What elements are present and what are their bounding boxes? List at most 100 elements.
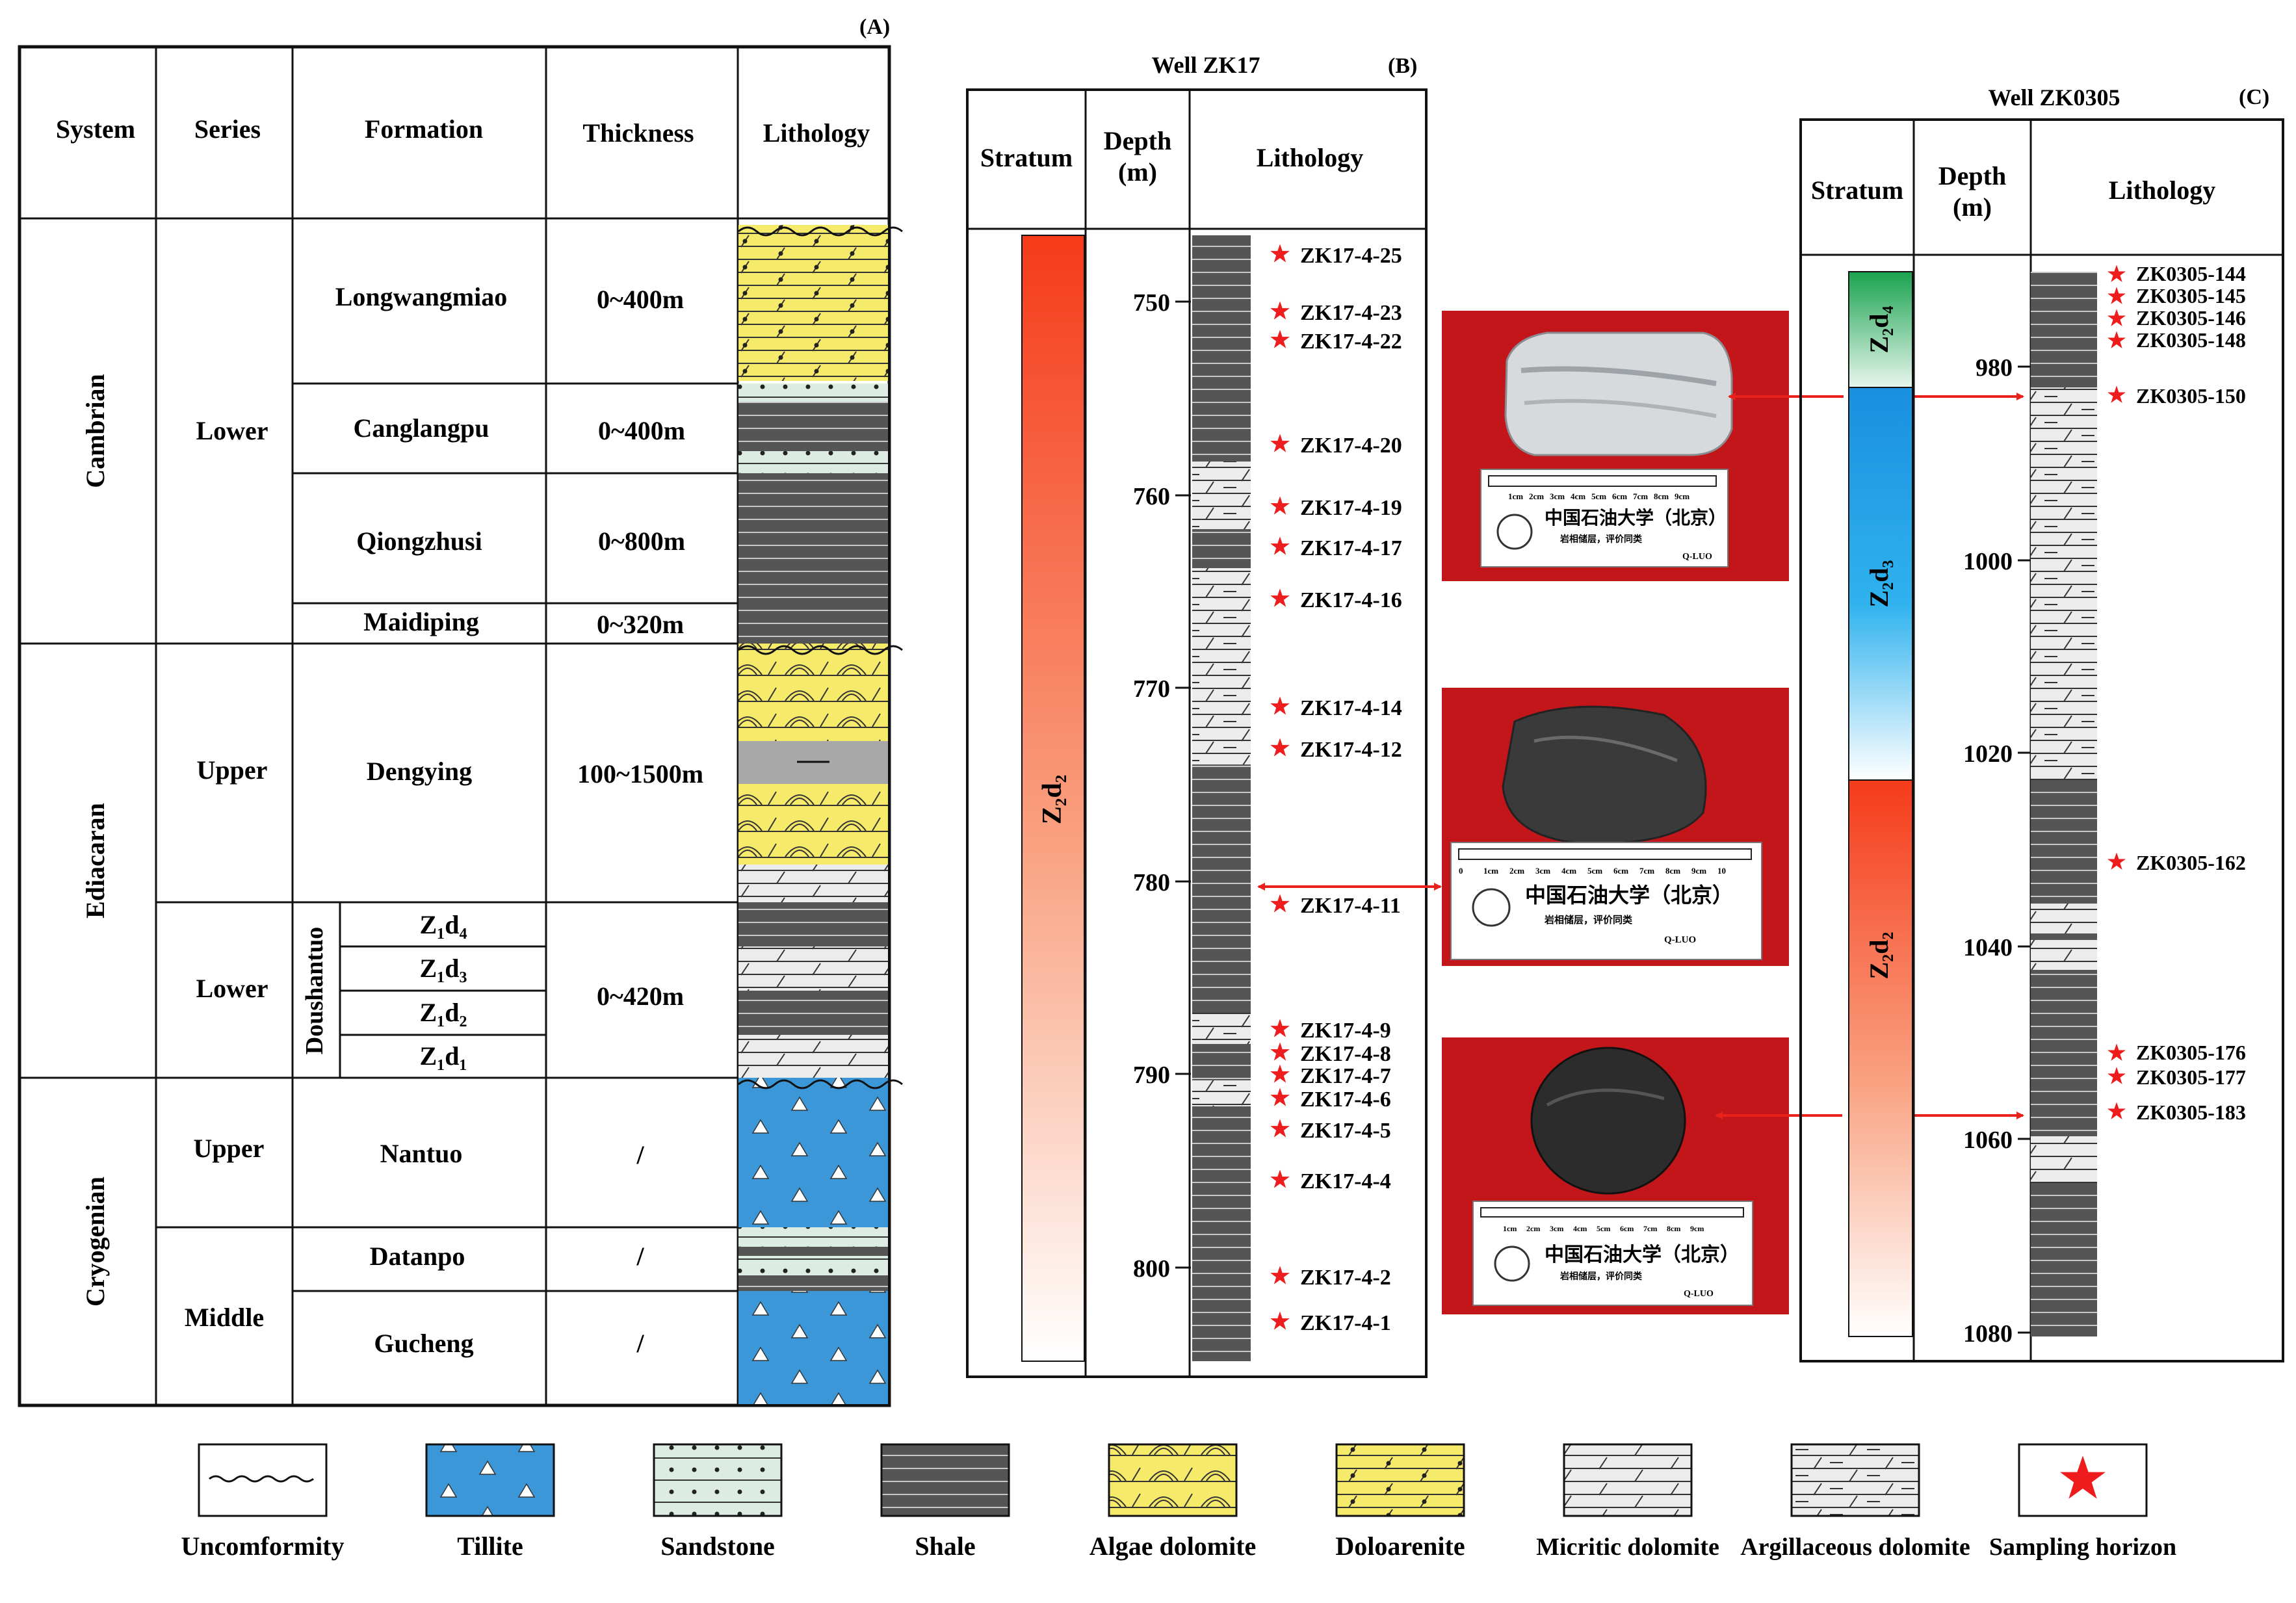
system-ediacaran: Ediacaran <box>81 803 110 919</box>
series-ediacaran-lower: Lower <box>196 974 268 1003</box>
ruler-label: 8cm <box>1654 491 1669 501</box>
scale-card-subtext: 岩相储层，评价同类 <box>1559 1271 1643 1282</box>
sample-label: ZK0305-177 <box>2136 1065 2246 1089</box>
sample-label: ZK0305-176 <box>2136 1041 2246 1064</box>
member-z1d3: Z₁d₃ <box>420 954 467 983</box>
formation-maidiping: Maidiping <box>363 607 479 636</box>
stratum-label-z2d2: Z₂d₂ <box>1864 932 1894 980</box>
formation-gucheng: Gucheng <box>374 1329 473 1358</box>
ruler-label: 7cm <box>1633 491 1648 501</box>
thickness-canglangpu: 0~400m <box>598 416 685 445</box>
panel-c-depth-tick: 1080 <box>1963 1320 2013 1348</box>
legend-uncomformity: Uncomformity <box>181 1443 345 1561</box>
sample-label: ZK17-4-16 <box>1300 588 1402 612</box>
scale-card-mark: Q-LUO <box>1664 935 1696 945</box>
thickness-longwangmiao: 0~400m <box>597 285 684 314</box>
panel-b-samples: ZK17-4-25 ZK17-4-23 ZK17-4-22 ZK17-4-20 … <box>1270 244 1402 1335</box>
legend-label: Micritic dolomite <box>1536 1533 1719 1561</box>
series-ediacaran-upper: Upper <box>197 755 268 785</box>
sample-label: ZK17-4-2 <box>1300 1266 1391 1290</box>
panel-b-depth-tick: 780 <box>1133 869 1170 896</box>
system-cambrian: Cambrian <box>81 374 110 488</box>
header-lithology: Lithology <box>763 118 870 148</box>
thickness-nantuo: / <box>636 1140 644 1169</box>
ruler-label: 1cm <box>1508 491 1523 501</box>
sample-label: ZK0305-148 <box>2136 328 2246 352</box>
panel-c-depth-tick: 1040 <box>1963 934 2013 961</box>
ruler-label: 3cm <box>1550 491 1565 501</box>
sample-label: ZK17-4-9 <box>1300 1019 1391 1043</box>
thickness-doushantuo: 0~420m <box>597 982 684 1011</box>
sample-label: ZK17-4-12 <box>1300 738 1402 762</box>
legend-doloarenite: Doloarenite <box>1335 1443 1465 1561</box>
ruler-label: 1cm <box>1503 1224 1517 1233</box>
scale-card-mark: Q-LUO <box>1682 552 1712 562</box>
panel-c-depth-tick: 1000 <box>1963 548 2013 575</box>
stratum-bar-z2d3 <box>1848 387 1913 781</box>
core-photo-3: 1cm 2cm 3cm 4cm 5cm 6cm 7cm 8cm 9cm 中国石油… <box>1442 1037 1789 1314</box>
ruler-label: 9cm <box>1675 491 1689 501</box>
core-photo-1: 1cm 2cm 3cm 4cm 5cm 6cm 7cm 8cm 9cm 中国石油… <box>1442 311 1789 581</box>
legend-label: Tillite <box>457 1531 523 1561</box>
sample-label: ZK17-4-1 <box>1300 1311 1391 1335</box>
panel-b-header-lithology: Lithology <box>1257 143 1363 172</box>
system-cryogenian: Cryogenian <box>81 1177 110 1307</box>
header-formation: Formation <box>365 114 483 144</box>
core-photo-2: 0 1cm 2cm 3cm 4cm 5cm 6cm 7cm 8cm 9cm 10… <box>1442 688 1789 966</box>
ruler-label: 6cm <box>1620 1224 1634 1233</box>
sample-label: ZK17-4-11 <box>1300 894 1401 918</box>
header-thickness: Thickness <box>582 118 694 148</box>
ruler-label: 7cm <box>1643 1224 1657 1233</box>
panel-c-lithology-column <box>2031 272 2097 1336</box>
sample-label: ZK0305-183 <box>2136 1101 2246 1124</box>
legend-argillaceous-dolomite: Argillaceous dolomite <box>1740 1443 1970 1561</box>
ruler-label: 2cm <box>1529 491 1544 501</box>
panel-c-samples: ZK0305-144 ZK0305-145 ZK0305-146 ZK0305-… <box>2107 262 2246 1124</box>
panel-b-header-depth-unit: (m) <box>1118 157 1157 187</box>
sample-label: ZK17-4-5 <box>1300 1119 1391 1143</box>
connector-arrows <box>1257 393 2024 1119</box>
panel-c-header-depth-unit: (m) <box>1953 192 1992 222</box>
panel-c: Well ZK0305 (C) Stratum Depth (m) Lithol… <box>1799 85 2284 1362</box>
panel-c-header-lithology: Lithology <box>2109 176 2215 205</box>
ruler-label: 2cm <box>1526 1224 1540 1233</box>
legend-tillite: Tillite <box>425 1443 555 1561</box>
series-cambrian-lower: Lower <box>196 416 268 445</box>
legend-label: Sampling horizon <box>1989 1533 2176 1561</box>
header-series: Series <box>194 114 261 144</box>
ruler-label: 4cm <box>1573 1224 1587 1233</box>
legend-algae-dolomite: Algae dolomite <box>1089 1443 1256 1561</box>
ruler-label: 8cm <box>1667 1224 1680 1233</box>
panel-c-frame <box>1799 118 2284 1362</box>
scale-card-text: 中国石油大学（北京） <box>1545 1244 1740 1266</box>
panel-c-header-depth: Depth <box>1938 161 2006 190</box>
series-cryogenian-upper: Upper <box>194 1134 265 1163</box>
legend-label: Argillaceous dolomite <box>1740 1533 1970 1561</box>
thickness-datanpo: / <box>636 1242 644 1271</box>
ruler-label: 0 <box>1459 866 1463 876</box>
panel-b-header-stratum: Stratum <box>980 143 1073 172</box>
panel-c-depth-tick: 1060 <box>1963 1127 2013 1154</box>
panel-c-title: Well ZK0305 <box>1988 85 2120 111</box>
panel-b-frame <box>966 88 1428 1378</box>
ruler-label: 9cm <box>1691 866 1706 876</box>
sample-label: ZK17-4-8 <box>1300 1042 1391 1066</box>
scale-card-subtext: 岩相储层，评价同类 <box>1559 534 1643 545</box>
panel-b-title: Well ZK17 <box>1151 52 1260 78</box>
legend-micritic-dolomite: Micritic dolomite <box>1536 1443 1719 1561</box>
scale-card-text: 中国石油大学（北京） <box>1525 883 1733 907</box>
legend-sampling-horizon: Sampling horizon <box>1989 1443 2176 1561</box>
panel-a-lithology-column <box>738 225 903 1404</box>
header-system: System <box>56 114 135 144</box>
scale-card-text: 中国石油大学（北京） <box>1545 507 1727 528</box>
sample-label: ZK17-4-4 <box>1300 1169 1391 1193</box>
sample-label: ZK17-4-17 <box>1300 536 1402 560</box>
ruler-label: 3cm <box>1550 1224 1563 1233</box>
sample-label: ZK17-4-19 <box>1300 496 1402 520</box>
legend: Uncomformity Tillite Sandstone Shale Alg… <box>181 1443 2176 1561</box>
panel-c-label: (C) <box>2239 85 2269 109</box>
sample-label: ZK17-4-22 <box>1300 330 1402 354</box>
group-doushantuo: Doushantuo <box>301 927 328 1054</box>
panel-b-depth-tick: 800 <box>1133 1255 1170 1283</box>
sample-label: ZK17-4-7 <box>1300 1064 1391 1088</box>
